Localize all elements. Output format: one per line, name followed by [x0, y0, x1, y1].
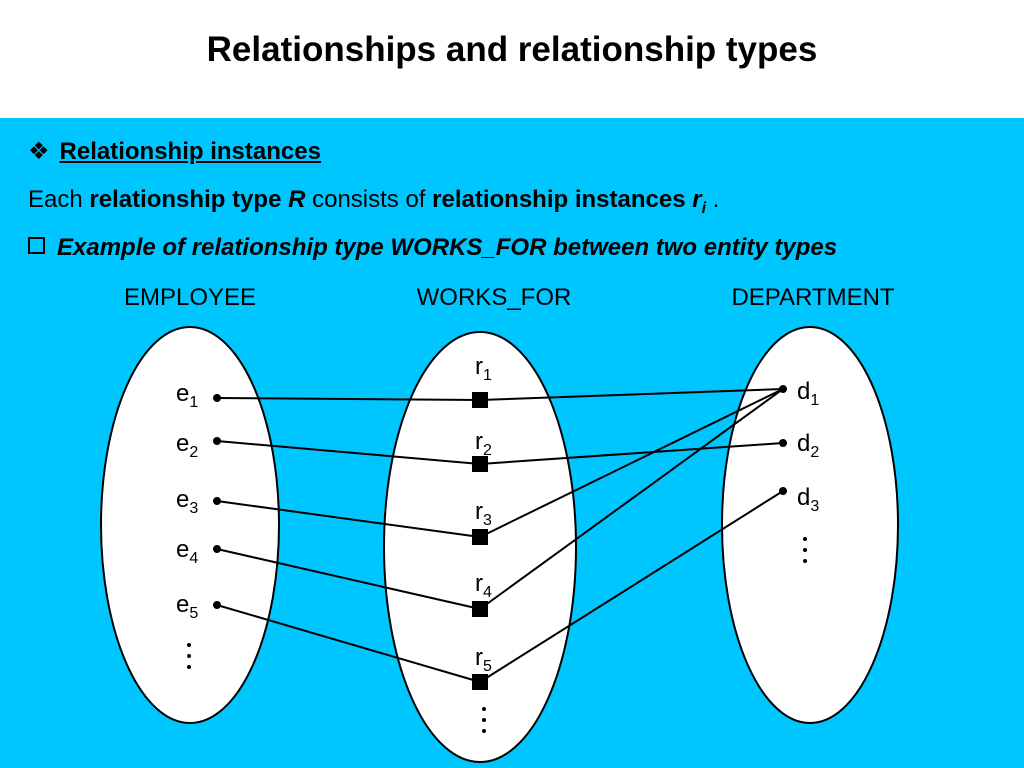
definition-symbol-R: R [288, 186, 306, 213]
definition-text: Each [28, 186, 90, 213]
diamond-bullet-icon: ❖ [28, 138, 50, 165]
employee-label-e1: e1 [176, 380, 199, 411]
works-for-more-ellipsis [482, 707, 488, 740]
employee-node-e3 [213, 497, 221, 505]
department-more-ellipsis [803, 537, 809, 570]
relationship-label-r4: r4 [475, 570, 492, 601]
employee-set-label: EMPLOYEE [123, 284, 257, 311]
employee-label-e2: e2 [176, 430, 199, 461]
link-r1-d1 [479, 388, 784, 401]
employee-node-e2 [213, 437, 221, 445]
example-text: Example of relationship type WORKS_FOR b… [57, 234, 838, 261]
department-label-d1: d1 [797, 378, 820, 409]
employee-ellipse [100, 326, 280, 724]
definition-bold-type: relationship type [89, 186, 289, 213]
relationship-node-r1 [472, 392, 488, 408]
definition-subscript-i: i [701, 199, 707, 217]
works-for-ellipse [383, 331, 577, 763]
definition-bold-instances: relationship instances [432, 186, 693, 213]
example-line: Example of relationship type WORKS_FOR b… [28, 234, 837, 262]
relationship-label-r2: r2 [475, 428, 492, 459]
section-heading: Relationship instances [59, 138, 321, 165]
link-r2-d2 [479, 442, 784, 465]
relationship-label-r3: r3 [475, 498, 492, 529]
employee-label-e4: e4 [176, 536, 199, 567]
link-r5-d3 [479, 490, 784, 683]
definition-text-end: . [706, 186, 720, 213]
relationship-label-r5: r5 [475, 644, 492, 675]
employee-node-e1 [213, 394, 221, 402]
employee-node-e5 [213, 601, 221, 609]
checkbox-bullet-icon [28, 237, 45, 254]
link-e2-r2 [216, 440, 481, 465]
link-e1-r1 [216, 397, 481, 401]
department-node-d1 [779, 385, 787, 393]
link-r4-d1 [479, 388, 784, 610]
employee-label-e5: e5 [176, 591, 199, 622]
definition-text-mid: consists of [305, 186, 433, 213]
relationship-node-r5 [472, 674, 488, 690]
link-e4-r4 [216, 548, 481, 610]
employee-node-e4 [213, 545, 221, 553]
employee-more-ellipsis [187, 643, 193, 676]
relationship-node-r2 [472, 456, 488, 472]
link-e3-r3 [216, 500, 481, 538]
department-node-d3 [779, 487, 787, 495]
bullet-relationship-instances: ❖ Relationship instances [28, 137, 321, 166]
department-label-d3: d3 [797, 484, 820, 515]
definition-line: Each relationship type R consists of rel… [28, 186, 719, 218]
relationship-label-r1: r1 [475, 353, 492, 384]
relationship-node-r4 [472, 601, 488, 617]
page-title: Relationships and relationship types [206, 30, 818, 69]
link-e5-r5 [216, 604, 481, 683]
department-set-label: DEPARTMENT [731, 284, 895, 311]
department-label-d2: d2 [797, 430, 820, 461]
definition-symbol-r: r [692, 186, 702, 213]
department-ellipse [721, 326, 899, 724]
link-r3-d1 [479, 388, 784, 538]
employee-label-e3: e3 [176, 486, 199, 517]
works-for-set-label: WORKS_FOR [416, 284, 572, 311]
department-node-d2 [779, 439, 787, 447]
relationship-node-r3 [472, 529, 488, 545]
